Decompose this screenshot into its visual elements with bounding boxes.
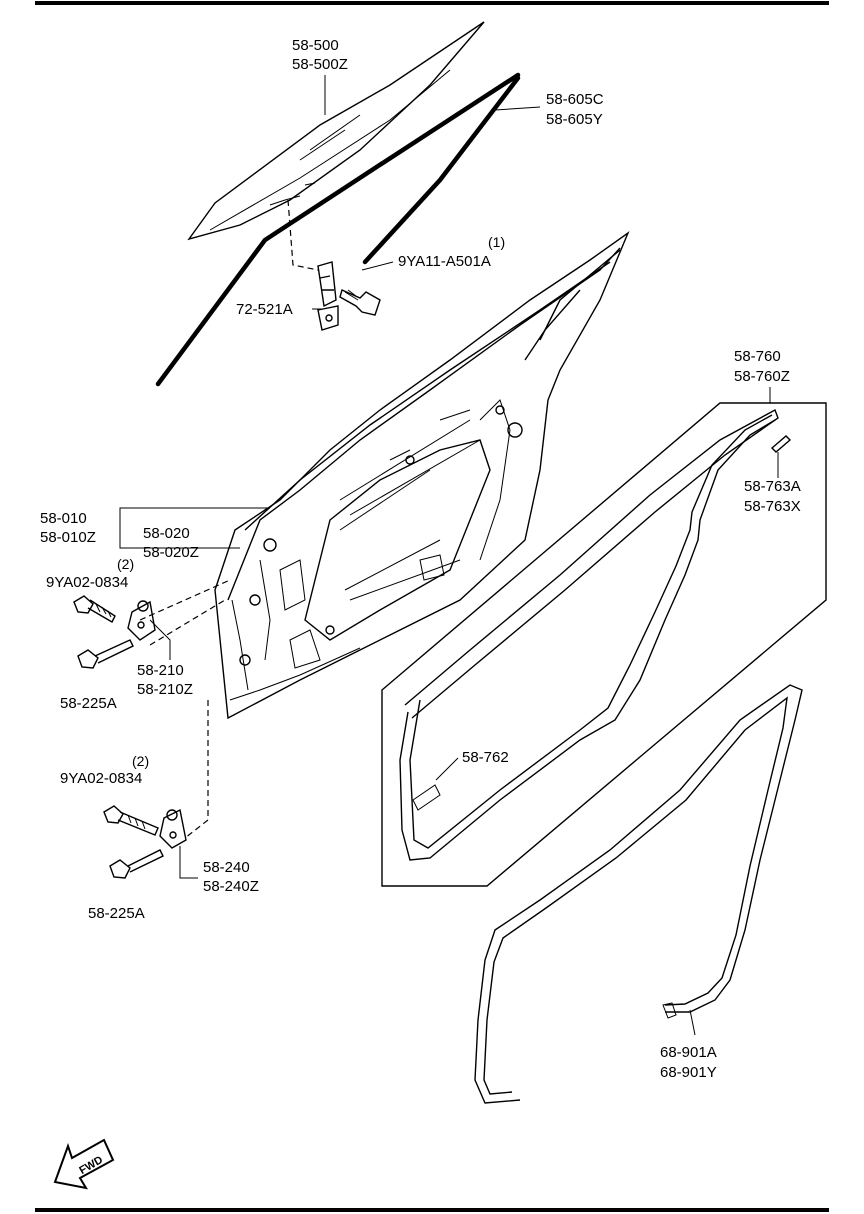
- label-58-500z: 58-500Z: [292, 56, 348, 73]
- label-68-901a: 68-901A: [660, 1044, 717, 1061]
- door-shell: [214, 231, 630, 720]
- qty-9ya11: (1): [488, 234, 505, 250]
- label-58-240: 58-240: [203, 859, 250, 876]
- glass-clip: [287, 199, 339, 331]
- hinge-upper: [127, 579, 231, 660]
- hinge-lower: [159, 700, 209, 879]
- label-72-521a: 72-521A: [236, 301, 293, 318]
- label-58-240z: 58-240Z: [203, 878, 259, 895]
- label-58-763x: 58-763X: [744, 498, 801, 515]
- label-58-760z: 58-760Z: [734, 368, 790, 385]
- bolt-58-225a-a: [77, 639, 134, 669]
- window-glass: [187, 21, 485, 241]
- label-58-760: 58-760: [734, 348, 781, 365]
- label-9ya11-a501a: 9YA11-A501A: [398, 253, 491, 270]
- label-58-605c: 58-605C: [546, 91, 604, 108]
- bolt-58-225a-b: [109, 849, 164, 879]
- label-58-010z: 58-010Z: [40, 529, 96, 546]
- label-58-763a: 58-763A: [744, 478, 801, 495]
- qty-9ya02-a: (2): [117, 556, 134, 572]
- fwd-arrow: FWD: [53, 1138, 115, 1190]
- label-58-225a-b: 58-225A: [88, 905, 145, 922]
- bolt-9ya02-0834-b: [103, 805, 159, 836]
- qty-9ya02-b: (2): [132, 753, 149, 769]
- label-9ya02-0834-b: 9YA02-0834: [60, 770, 142, 787]
- bolt-9ya02-0834-a: [73, 595, 116, 623]
- bolt-9ya11-a501a: [339, 289, 381, 316]
- leader-lines: [119, 75, 779, 1036]
- label-58-020: 58-020: [143, 525, 190, 542]
- weatherstrip-58-760: [399, 408, 779, 861]
- label-58-605y: 58-605Y: [546, 111, 603, 128]
- label-58-225a-a: 58-225A: [60, 695, 117, 712]
- glass-run-channel: [155, 72, 521, 387]
- label-58-210z: 58-210Z: [137, 681, 193, 698]
- label-68-901y: 68-901Y: [660, 1064, 717, 1081]
- label-58-210: 58-210: [137, 662, 184, 679]
- label-58-762: 58-762: [462, 749, 509, 766]
- opening-seal-68-901: [474, 684, 803, 1104]
- label-58-010: 58-010: [40, 510, 87, 527]
- label-58-020z: 58-020Z: [143, 544, 199, 561]
- label-58-500: 58-500: [292, 37, 339, 54]
- clip-58-763: [770, 435, 792, 453]
- label-9ya02-0834-a: 9YA02-0834: [46, 574, 128, 591]
- weatherstrip-box: [381, 402, 827, 887]
